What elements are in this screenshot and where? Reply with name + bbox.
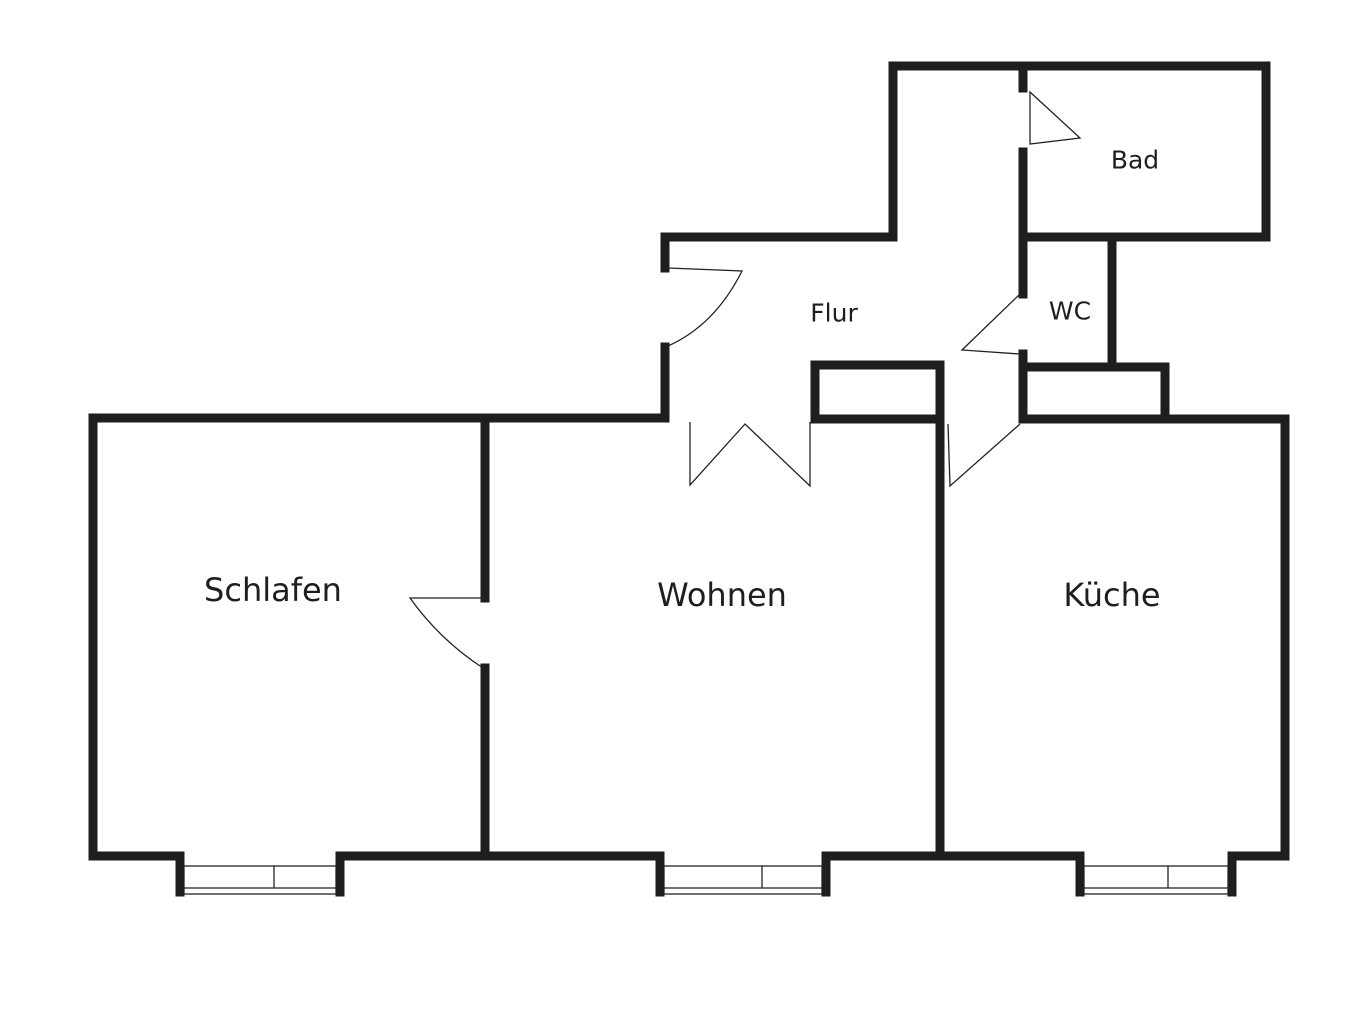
door-schlafen-wohnen: [408, 597, 485, 669]
outer-wall-east: [1160, 414, 1290, 897]
room-label-wohnen: Wohnen: [657, 576, 787, 614]
window-wohnen: [663, 865, 823, 895]
room-label-flur: Flur: [810, 298, 858, 328]
window-kueche: [1083, 865, 1229, 895]
door-flur-kueche: [947, 423, 1021, 488]
door-flur-wohnen-double: [689, 422, 811, 488]
outer-wall-south-middle: [335, 851, 665, 897]
flur-wall-north: [660, 61, 1271, 273]
door-entrance: [667, 267, 744, 347]
door-wc: [960, 293, 1021, 355]
outer-wall-south-west: [88, 413, 670, 897]
room-label-kueche: Küche: [1063, 576, 1161, 614]
flur-niche-wall: [810, 360, 945, 424]
door-bad: [1029, 90, 1082, 145]
window-schlafen: [183, 865, 337, 895]
room-label-schlafen: Schlafen: [204, 571, 342, 609]
room-label-wc: WC: [1048, 296, 1092, 326]
room-label-bad: Bad: [1110, 145, 1160, 175]
outer-wall-south-east: [821, 851, 1085, 897]
kitchen-niche-wall: [1018, 362, 1170, 424]
